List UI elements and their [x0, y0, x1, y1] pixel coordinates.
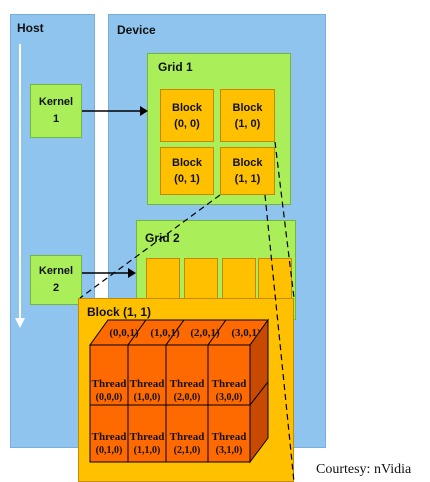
zoom-lines: [80, 142, 294, 482]
caption: Courtesy: nVidia: [316, 462, 411, 478]
kernel-2-arrow: [82, 268, 136, 278]
kernel-1-arrow: [82, 106, 148, 116]
